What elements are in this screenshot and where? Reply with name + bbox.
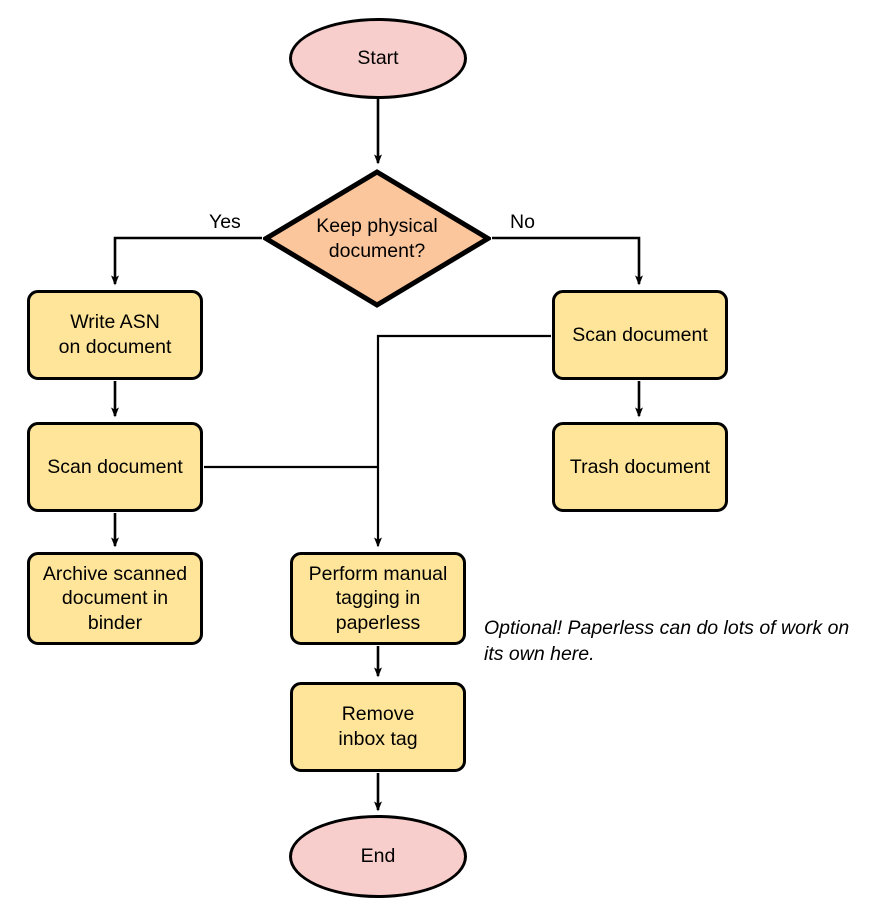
diamond-shape [263, 169, 491, 308]
node-trash-document[interactable]: Trash document [552, 422, 728, 512]
node-decision-keep-physical-document[interactable]: Keep physical document? [263, 169, 491, 308]
node-scan-document-right-label: Scan document [572, 323, 708, 346]
node-start-label: Start [357, 47, 399, 70]
edge-scan-right-to-manual-tagging [374, 334, 551, 548]
node-perform-manual-tagging-in-paperless[interactable]: Perform manual tagging in paperless [290, 552, 466, 645]
edge-label-no-text: No [510, 211, 535, 233]
edge-label-yes-text: Yes [209, 211, 241, 233]
node-scan-document-left-label: Scan document [47, 455, 183, 478]
node-write-asn-label: Write ASN on document [58, 311, 172, 358]
node-decision-label: Keep physical document? [316, 214, 438, 262]
edge-label-no: No [510, 211, 535, 234]
annotation-optional-note: Optional! Paperless can do lots of work … [484, 590, 880, 668]
node-remove-inbox-tag-label: Remove inbox tag [338, 703, 418, 750]
node-manual-tagging-label: Perform manual tagging in paperless [308, 562, 448, 634]
node-scan-document-left[interactable]: Scan document [27, 422, 203, 512]
edge-decision-yes-to-write-asn [111, 236, 262, 286]
edge-label-yes: Yes [209, 211, 241, 234]
node-write-asn-on-document[interactable]: Write ASN on document [27, 290, 203, 380]
node-start[interactable]: Start [289, 18, 467, 99]
node-remove-inbox-tag[interactable]: Remove inbox tag [290, 682, 466, 772]
node-archive-in-binder-label: Archive scanned document in binder [42, 562, 188, 634]
node-archive-scanned-document-in-binder[interactable]: Archive scanned document in binder [27, 552, 203, 645]
node-end-label: End [360, 845, 396, 868]
node-end[interactable]: End [289, 815, 467, 898]
edge-decision-no-to-scan-right [492, 236, 643, 286]
annotation-optional-note-text: Optional! Paperless can do lots of work … [484, 616, 850, 665]
node-scan-document-right[interactable]: Scan document [552, 290, 728, 380]
node-trash-document-label: Trash document [569, 455, 711, 478]
